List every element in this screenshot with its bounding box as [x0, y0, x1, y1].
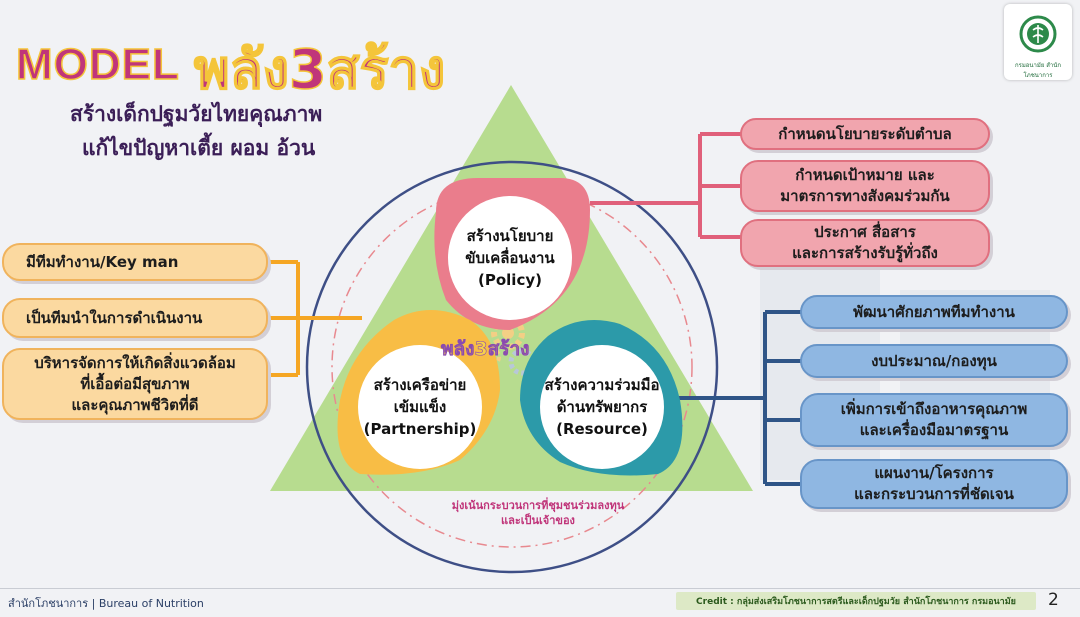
- partnership-item: บริหารจัดการให้เกิดสิ่งแวดล้อม ที่เอื้อต…: [2, 348, 268, 420]
- center-label: พลัง3สร้าง: [441, 338, 530, 361]
- policy-circle: สร้างนโยบาย ขับเคลื่อนงาน (Policy): [448, 196, 572, 320]
- subtitle-line2: แก้ไขปัญหาเตี้ย ผอม อ้วน: [82, 136, 316, 160]
- subtitle-line1: สร้างเด็กปฐมวัยไทยคุณภาพ: [70, 102, 323, 126]
- partnership-item: มีทีมทำงาน/Key man: [2, 243, 268, 281]
- partnership-circle: สร้างเครือข่าย เข้มแข็ง (Partnership): [358, 345, 482, 469]
- resource-item: พัฒนาศักยภาพทีมทำงาน: [800, 295, 1068, 329]
- policy-item: กำหนดเป้าหมาย และ มาตรการทางสังคมร่วมกัน: [740, 160, 990, 212]
- resource-item: แผนงาน/โครงการ และกระบวนการที่ชัดเจน: [800, 459, 1068, 509]
- footer-divider: [0, 588, 1080, 589]
- policy-connectors: [590, 132, 742, 239]
- partnership-item: เป็นทีมนำในการดำเนินงาน: [2, 298, 268, 338]
- resource-item: งบประมาณ/กองทุน: [800, 344, 1068, 378]
- title-model: MODEL: [15, 39, 180, 90]
- seal-icon: [1019, 15, 1057, 53]
- policy-item: ประกาศ สื่อสาร และการสร้างรับรู้ทั่วถึง: [740, 219, 990, 267]
- bottom-note: มุ่งเน้นกระบวนการที่ชุมชนร่วมลงทุน และเป…: [451, 499, 625, 527]
- outer-circle: [305, 160, 719, 574]
- resource-connectors: [678, 310, 802, 486]
- department-logo: กรมอนามัย สำนักโภชนาการ: [1004, 4, 1072, 80]
- logo-text: กรมอนามัย สำนักโภชนาการ: [1014, 62, 1062, 79]
- title-thai: พลัง3สร้าง: [193, 37, 446, 102]
- policy-item: กำหนดนโยบายระดับตำบล: [740, 118, 990, 150]
- resource-circle: สร้างความร่วมมือ ด้านทรัพยากร (Resource): [540, 345, 664, 469]
- dashed-circle: [331, 186, 693, 548]
- resource-item: เพิ่มการเข้าถึงอาหารคุณภาพ และเครื่องมือ…: [800, 393, 1068, 447]
- footer-organization: สำนักโภชนาการ | Bureau of Nutrition: [8, 597, 204, 610]
- partnership-connectors: [268, 260, 362, 377]
- footer-credit: Credit : กลุ่มส่งเสริมโภชนาการสตรีและเด็…: [676, 592, 1036, 610]
- page-number: 2: [1048, 590, 1059, 610]
